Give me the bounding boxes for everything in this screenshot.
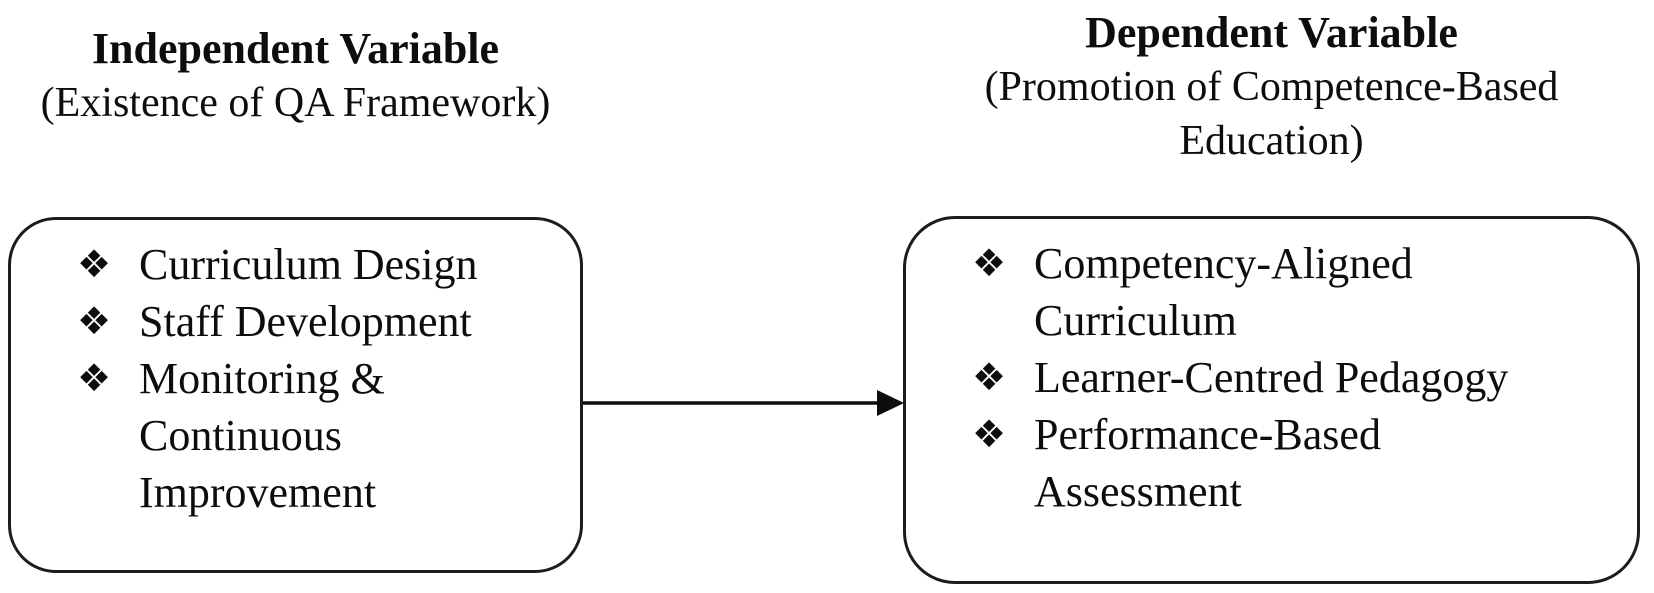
dependent-variable-title: Dependent Variable bbox=[1085, 8, 1458, 57]
independent-variable-subtitle: (Existence of QA Framework) bbox=[40, 80, 551, 126]
list-item: ❖ Performance-Based Assessment bbox=[972, 406, 1619, 520]
item-line: Curriculum Design bbox=[139, 240, 478, 289]
item-line: Learner-Centred Pedagogy bbox=[1034, 353, 1509, 402]
dependent-variable-box: ❖ Competency-Aligned Curriculum ❖ Learne… bbox=[903, 216, 1640, 584]
list-item: ❖ Staff Development bbox=[77, 293, 562, 350]
item-line: Improvement bbox=[139, 468, 377, 517]
list-item: ❖ Learner-Centred Pedagogy bbox=[972, 349, 1619, 406]
list-item: ❖ Competency-Aligned Curriculum bbox=[972, 235, 1619, 349]
diamond-bullet-icon: ❖ bbox=[77, 242, 112, 286]
dependent-variable-subtitle-line-2: Education) bbox=[1179, 118, 1364, 164]
list-item: ❖ Monitoring & Continuous Improvement bbox=[77, 350, 562, 521]
item-line: Staff Development bbox=[139, 297, 472, 346]
item-line: Performance-Based bbox=[1034, 410, 1381, 459]
dependent-variable-list: ❖ Competency-Aligned Curriculum ❖ Learne… bbox=[906, 219, 1637, 520]
independent-variable-header: Independent Variable (Existence of QA Fr… bbox=[0, 22, 591, 130]
dependent-variable-header: Dependent Variable (Promotion of Compete… bbox=[903, 6, 1640, 168]
diamond-bullet-icon: ❖ bbox=[972, 241, 1007, 285]
item-line: Continuous bbox=[139, 411, 342, 460]
list-item: ❖ Curriculum Design bbox=[77, 236, 562, 293]
diamond-bullet-icon: ❖ bbox=[77, 299, 112, 343]
independent-variable-title: Independent Variable bbox=[91, 24, 500, 73]
flow-arrow bbox=[583, 390, 904, 416]
diamond-bullet-icon: ❖ bbox=[77, 356, 112, 400]
item-line: Assessment bbox=[1034, 467, 1242, 516]
item-line: Monitoring & bbox=[139, 354, 385, 403]
arrow-head-icon bbox=[877, 390, 904, 416]
independent-variable-box: ❖ Curriculum Design ❖ Staff Development … bbox=[8, 217, 583, 573]
item-line: Curriculum bbox=[1034, 296, 1237, 345]
diamond-bullet-icon: ❖ bbox=[972, 412, 1007, 456]
item-line: Competency-Aligned bbox=[1034, 239, 1413, 288]
dependent-variable-subtitle-line-1: (Promotion of Competence-Based bbox=[984, 64, 1559, 110]
independent-variable-list: ❖ Curriculum Design ❖ Staff Development … bbox=[11, 220, 580, 521]
diamond-bullet-icon: ❖ bbox=[972, 355, 1007, 399]
